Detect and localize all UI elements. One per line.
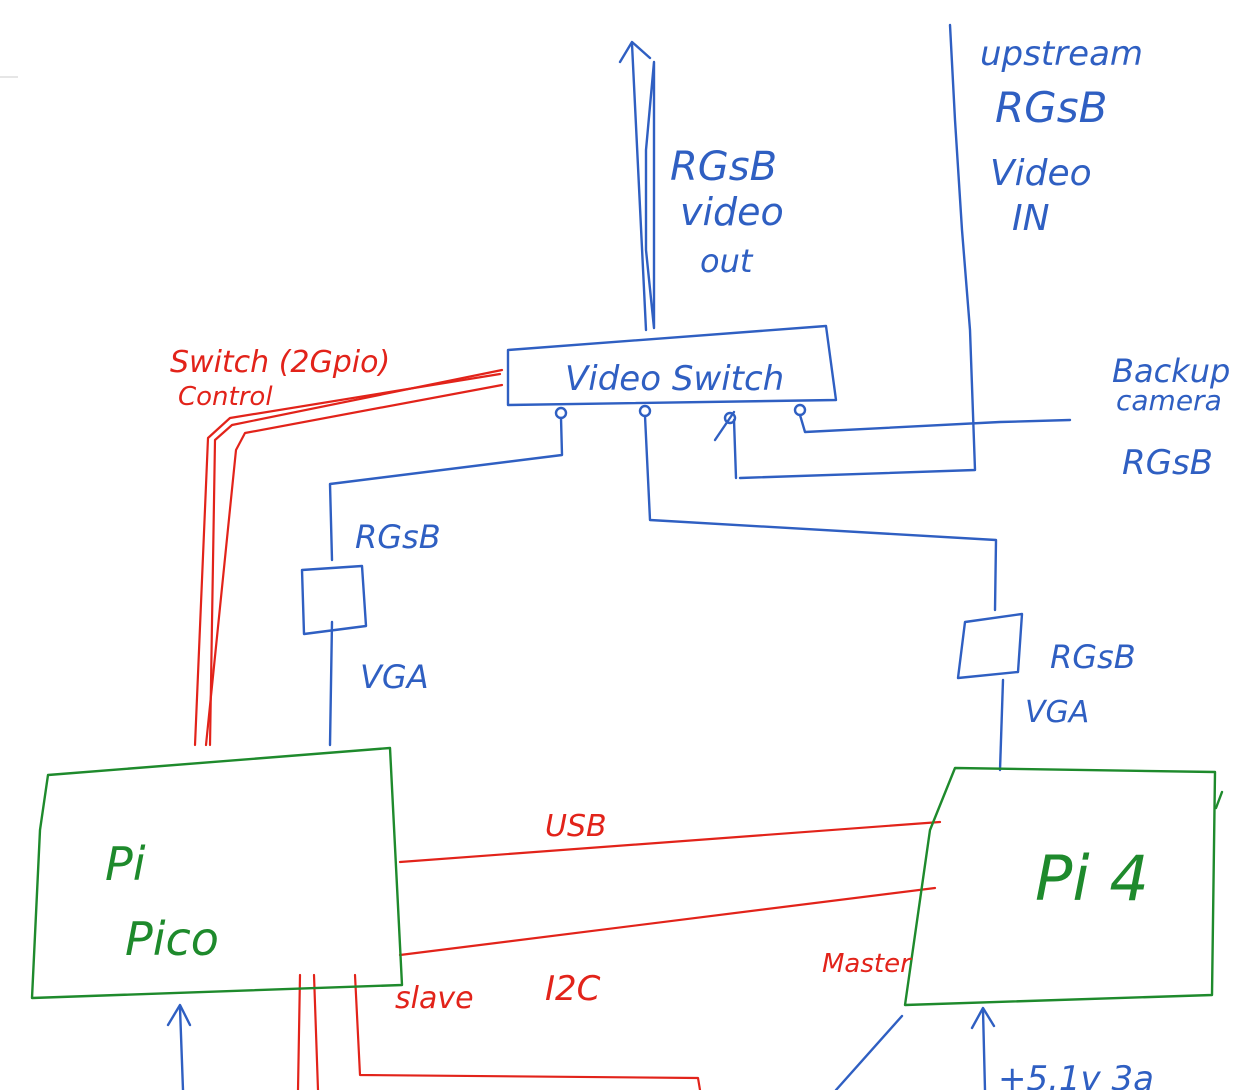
- video-out-arrow-shaft: [630, 42, 648, 332]
- left-rgsb-label: RGsB: [355, 518, 441, 556]
- pico-power-line: [178, 1006, 185, 1090]
- control-lines: [193, 368, 942, 1090]
- video-switch-label: Video Switch: [565, 359, 784, 399]
- switch-port-3: [723, 411, 737, 425]
- pico-bottom-wire-1: [296, 973, 302, 1090]
- switch-port-3-tick: [713, 410, 736, 442]
- pi4-board: [903, 766, 1217, 1007]
- video-out-line: [644, 60, 656, 330]
- pico-power-arrowhead: [166, 1003, 192, 1027]
- upstream-label-3: Video: [990, 153, 1092, 194]
- switch-control-wire-2: [204, 383, 504, 747]
- right-vga-label: VGA: [1025, 695, 1089, 730]
- power-label: +5.1v 3a: [998, 1059, 1154, 1090]
- switch-port-2: [638, 404, 652, 418]
- video-out-label-3: out: [700, 242, 754, 280]
- backup-camera-label-1: Backup: [1112, 352, 1230, 390]
- video-lines: [166, 23, 1072, 1090]
- pi4-diagonal-line: [834, 1014, 904, 1090]
- upstream-label-2: RGsB: [995, 83, 1107, 132]
- switch-control-label-2: Control: [178, 382, 273, 412]
- backup-rgsb-label: RGsB: [1122, 443, 1213, 483]
- pi-pico-label-2: Pico: [125, 912, 219, 966]
- pi-pico-board: [30, 746, 404, 1000]
- video-switch-box: [506, 324, 838, 407]
- right-vga-line: [998, 678, 1005, 772]
- master-label: Master: [822, 949, 913, 979]
- video-out-arrowhead: [618, 40, 652, 64]
- pico-bottom-wire-2: [312, 973, 320, 1090]
- pi4-power-arrowhead: [970, 1006, 996, 1030]
- upstream-label-4: IN: [1012, 198, 1050, 239]
- switch-control-label-1: Switch (2Gpio): [170, 345, 390, 380]
- video-out-label-2: video: [680, 190, 784, 234]
- backup-camera-label-2: camera: [1116, 384, 1222, 417]
- video-out-label-1: RGsB: [670, 144, 777, 190]
- upstream-line: [738, 23, 977, 480]
- boards: [30, 746, 1224, 1007]
- right-video-branch: [643, 414, 998, 612]
- backup-camera-line: [798, 413, 1072, 434]
- left-converter-box: [300, 564, 368, 636]
- switch-port-4: [793, 403, 807, 417]
- usb-label: USB: [545, 809, 607, 844]
- right-rgsb-label: RGsB: [1050, 638, 1136, 676]
- switch-port-1: [554, 406, 568, 420]
- pico-bottom-wire-3: [353, 973, 702, 1090]
- pi4-power-line: [981, 1008, 987, 1090]
- pi4-board-corner: [1214, 790, 1224, 810]
- pi-pico-label-1: Pi: [105, 837, 146, 891]
- left-vga-line: [328, 620, 334, 747]
- left-vga-label: VGA: [360, 658, 429, 696]
- left-video-branch: [328, 416, 564, 562]
- i2c-wire: [398, 886, 937, 957]
- usb-wire: [398, 820, 942, 864]
- upstream-label-1: upstream: [980, 34, 1143, 74]
- switch-control-wire-1: [208, 368, 504, 747]
- slave-label: slave: [395, 981, 474, 1016]
- i2c-label: I2C: [545, 969, 601, 1009]
- upstream-switch-link: [732, 418, 738, 480]
- right-converter-box: [956, 612, 1024, 680]
- pi4-label: Pi 4: [1035, 842, 1149, 915]
- switch-control-wire-1b: [193, 372, 502, 747]
